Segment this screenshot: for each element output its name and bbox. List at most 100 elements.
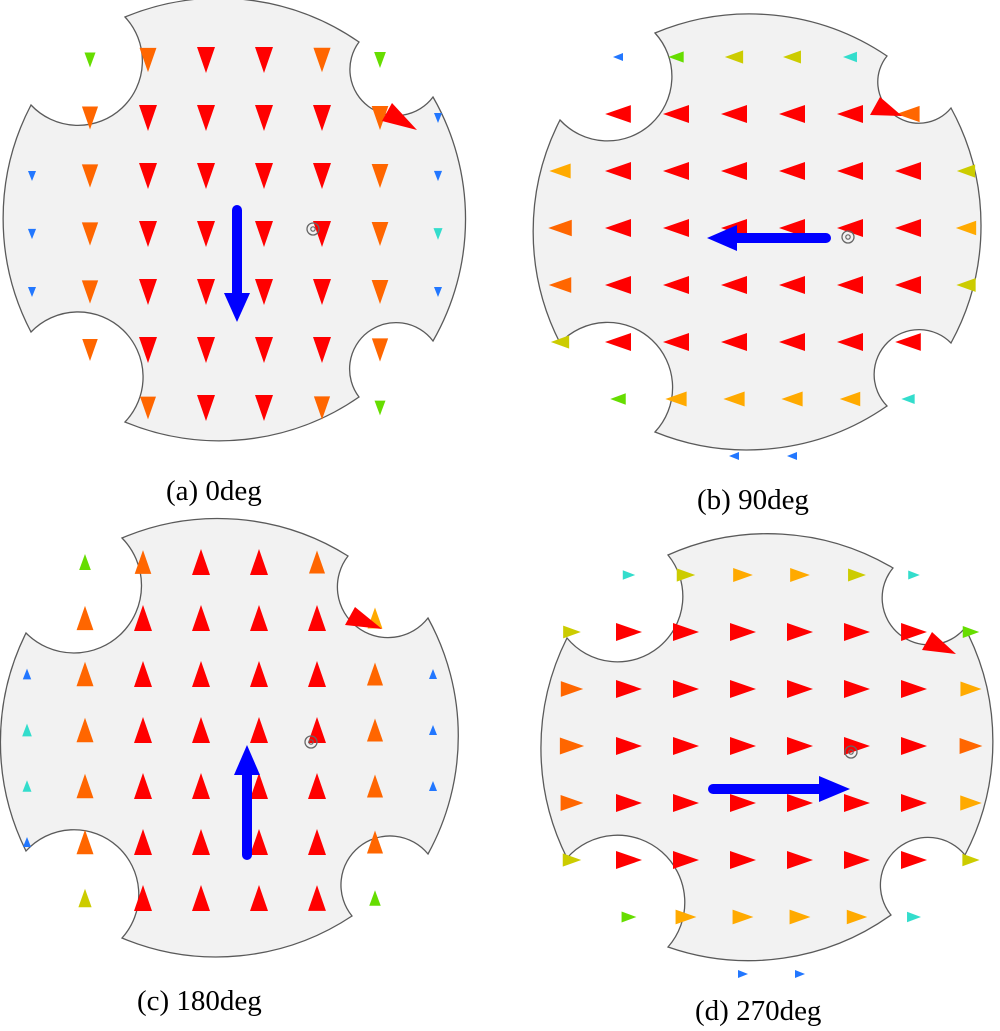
vector-glyph: [250, 661, 268, 687]
vector-glyph: [675, 909, 697, 925]
vector-glyph: [673, 851, 699, 869]
vector-glyph: [313, 47, 331, 73]
vector-glyph: [81, 106, 99, 130]
vector-glyph: [28, 171, 36, 181]
vector-glyph: [723, 391, 745, 407]
vector-glyph: [962, 625, 980, 639]
vector-glyph: [369, 890, 381, 906]
panel-d-outline: [540, 533, 994, 962]
vector-glyph: [895, 276, 921, 294]
vector-glyph: [22, 668, 32, 680]
vector-glyph: [23, 837, 31, 847]
vector-glyph: [250, 549, 268, 575]
vector-glyph: [721, 276, 747, 294]
vector-glyph: [721, 333, 747, 351]
vector-glyph: [134, 605, 152, 631]
vector-glyph: [548, 219, 572, 237]
vector-glyph: [250, 773, 268, 799]
vector-glyph: [960, 681, 982, 697]
vector-glyph: [837, 276, 863, 294]
vector-glyph: [789, 909, 811, 925]
vector-glyph: [197, 279, 215, 305]
vector-glyph: [308, 605, 326, 631]
vector-glyph: [837, 105, 863, 123]
vector-glyph-large: [922, 632, 956, 654]
vector-glyph: [730, 623, 756, 641]
vector-glyph: [738, 970, 748, 978]
vector-glyph: [787, 737, 813, 755]
vector-glyph: [197, 221, 215, 247]
vector-glyph: [433, 170, 443, 182]
vector-glyph: [721, 105, 747, 123]
vector-glyph: [192, 605, 210, 631]
vector-glyph: [848, 568, 866, 582]
vector-glyph: [308, 773, 326, 799]
vector-glyph: [613, 53, 623, 61]
vector-glyph: [616, 737, 642, 755]
vector-glyph: [371, 280, 389, 304]
panel-a-reference-marker: [306, 222, 320, 236]
vector-glyph: [901, 737, 927, 755]
vector-glyph: [616, 851, 642, 869]
vector-glyph: [79, 554, 91, 570]
vector-glyph: [783, 50, 801, 64]
vector-glyph-large: [345, 607, 382, 629]
vector-glyph: [308, 829, 326, 855]
panel-a-0deg: [2, 0, 467, 442]
vector-glyph: [837, 219, 863, 237]
vector-glyph: [616, 794, 642, 812]
vector-glyph: [955, 220, 977, 236]
vector-glyph: [366, 830, 384, 854]
vector-glyph: [622, 570, 636, 580]
vector-glyph: [837, 333, 863, 351]
vector-glyph: [84, 52, 96, 68]
vector-glyph: [313, 163, 331, 189]
panel-a-vectors: [27, 47, 443, 421]
vector-glyph: [787, 680, 813, 698]
vector-glyph: [787, 851, 813, 869]
vector-glyph: [901, 794, 927, 812]
vector-glyph: [250, 829, 268, 855]
vector-glyph: [550, 335, 570, 349]
vector-glyph: [605, 276, 631, 294]
vector-glyph: [956, 164, 976, 178]
vector-glyph: [779, 105, 805, 123]
vector-glyph: [839, 391, 861, 407]
vector-glyph: [560, 794, 584, 812]
vector-glyph: [255, 221, 273, 247]
vector-glyph: [255, 163, 273, 189]
panel-b-caption: (b) 90deg: [697, 484, 809, 516]
vector-glyph: [134, 885, 152, 911]
vector-glyph-large: [382, 103, 417, 130]
vector-glyph: [605, 162, 631, 180]
vector-glyph: [563, 625, 581, 639]
vector-glyph: [663, 219, 689, 237]
vector-glyph: [140, 396, 156, 420]
vector-glyph: [560, 681, 584, 697]
vector-glyph: [844, 737, 870, 755]
vector-glyph: [255, 105, 273, 131]
panel-c-main-arrow: [234, 745, 260, 860]
vector-glyph: [779, 276, 805, 294]
vector-glyph: [76, 717, 94, 743]
vector-glyph: [313, 221, 331, 247]
vector-glyph: [901, 851, 927, 869]
vector-glyph: [81, 164, 99, 188]
vector-glyph: [846, 909, 868, 925]
vector-glyph: [139, 337, 157, 363]
vector-glyph: [197, 47, 215, 73]
vector-glyph: [908, 570, 920, 580]
vector-glyph: [371, 164, 389, 188]
vector-glyph: [429, 725, 437, 735]
vector-glyph: [255, 279, 273, 305]
vector-glyph: [250, 717, 268, 743]
vector-glyph: [81, 222, 99, 246]
vector-glyph: [255, 395, 273, 421]
vector-glyph: [434, 113, 442, 123]
vector-glyph: [733, 567, 753, 583]
vector-glyph: [844, 623, 870, 641]
vector-glyph: [732, 909, 754, 925]
vector-glyph: [676, 568, 696, 582]
panel-d-270deg: [540, 533, 994, 978]
